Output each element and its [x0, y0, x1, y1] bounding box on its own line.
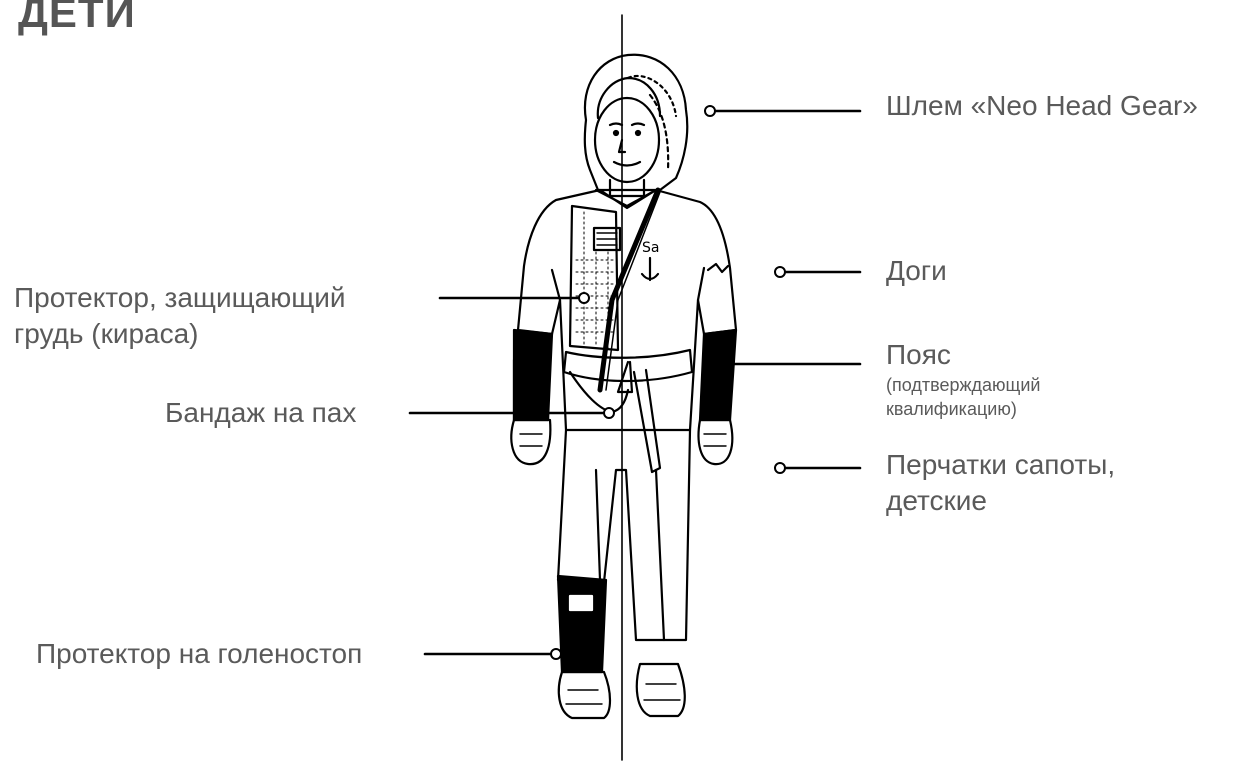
shin-guard [558, 576, 606, 672]
label-gloves-line1: Перчатки сапоты, [886, 447, 1115, 483]
label-shin-text: Протектор на голеностоп [36, 638, 362, 669]
label-belt-note-1: (подтверждающий [886, 373, 1040, 397]
label-belt-note-2: квалификацию) [886, 397, 1040, 421]
label-dogi-text: Доги [886, 255, 947, 286]
chest-protector [570, 206, 620, 350]
label-belt: Пояс (подтверждающий квалификацию) [886, 337, 1040, 421]
svg-text:Sa: Sa [642, 240, 659, 256]
helmet-head [585, 55, 687, 190]
label-belt-text: Пояс [886, 337, 1040, 373]
label-helmet: Шлем «Neo Head Gear» [886, 88, 1198, 124]
label-shin-guard: Протектор на голеностоп [36, 636, 362, 672]
label-chest-line1: Протектор, защищающий [14, 280, 346, 316]
label-groin-guard: Бандаж на пах [165, 395, 356, 431]
label-chest-line2: грудь (кираса) [14, 316, 346, 352]
label-helmet-text: Шлем «Neo Head Gear» [886, 90, 1198, 121]
label-dogi: Доги [886, 253, 947, 289]
right-arm-glove [699, 330, 736, 464]
label-chest-protector: Протектор, защищающий грудь (кираса) [14, 280, 346, 352]
left-arm-glove [511, 330, 552, 464]
label-groin-text: Бандаж на пах [165, 397, 356, 428]
belt [564, 350, 692, 472]
label-gloves: Перчатки сапоты, детские [886, 447, 1115, 519]
label-gloves-line2: детские [886, 483, 1115, 519]
